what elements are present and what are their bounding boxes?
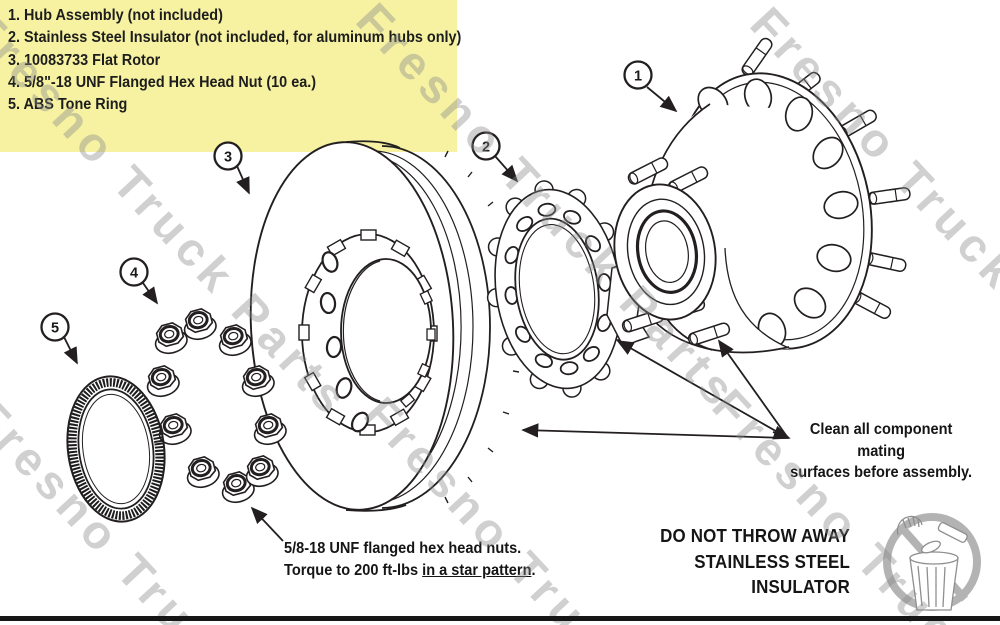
callout-arrows	[63, 86, 791, 542]
do-not-throw-away-note: DO NOT THROW AWAY STAINLESS STEEL INSULA…	[600, 524, 850, 601]
svg-text:1: 1	[634, 69, 642, 85]
legend-item-rotor: 3. 10083733 Flat Rotor	[8, 51, 161, 69]
clean-surfaces-line1: Clean all component mating	[809, 421, 953, 460]
falling-insulator-icon	[921, 540, 941, 554]
hub-assembly-drawing	[606, 35, 912, 354]
trash-can-icon	[909, 522, 968, 611]
svg-text:2: 2	[482, 140, 490, 156]
legend-highlight-box: 1. Hub Assembly (not included) 2. Stainl…	[0, 0, 462, 152]
legend-list: 1. Hub Assembly (not included) 2. Stainl…	[0, 0, 462, 116]
svg-text:4: 4	[130, 266, 138, 282]
callout-4: 4	[119, 257, 149, 287]
rotor-hat	[298, 229, 438, 436]
torque-note: 5/8-18 UNF flanged hex head nuts. Torque…	[284, 538, 536, 582]
rotor-drawing	[249, 140, 522, 512]
clean-surfaces-note: Clean all component mating surfaces befo…	[789, 419, 973, 484]
do-not-throw-away-icon	[883, 513, 981, 611]
legend-item-hub: 1. Hub Assembly (not included)	[8, 7, 223, 24]
callout-2: 2	[471, 131, 501, 161]
svg-text:5: 5	[51, 321, 59, 337]
torque-star-pattern: in a star pattern	[422, 562, 532, 579]
legend-item-tone-ring: 5. ABS Tone Ring	[8, 96, 128, 114]
callout-5: 5	[40, 312, 70, 342]
hub-bearing-bore	[613, 183, 717, 321]
legend-item-insulator: 2. Stainless Steel Insulator (not includ…	[8, 29, 462, 47]
legend-item-nut: 4. 5/8"-18 UNF Flanged Hex Head Nut (10 …	[8, 73, 317, 91]
discard-line2: STAINLESS STEEL	[694, 551, 851, 572]
bottom-border-rule	[0, 616, 1000, 621]
callout-1: 1	[623, 60, 653, 90]
torque-line2: Torque to 200 ft-lbs in a star pattern.	[284, 562, 536, 579]
tone-ring-drawing	[66, 375, 166, 523]
discard-line3: INSULATOR	[751, 577, 851, 597]
callout-3: 3	[213, 141, 243, 171]
torque-line1: 5/8-18 UNF flanged hex head nuts.	[284, 540, 522, 557]
hand-icon	[896, 515, 923, 536]
clean-surfaces-line2: surfaces before assembly.	[790, 464, 973, 481]
svg-text:3: 3	[224, 150, 232, 166]
discard-line1: DO NOT THROW AWAY	[660, 526, 851, 546]
